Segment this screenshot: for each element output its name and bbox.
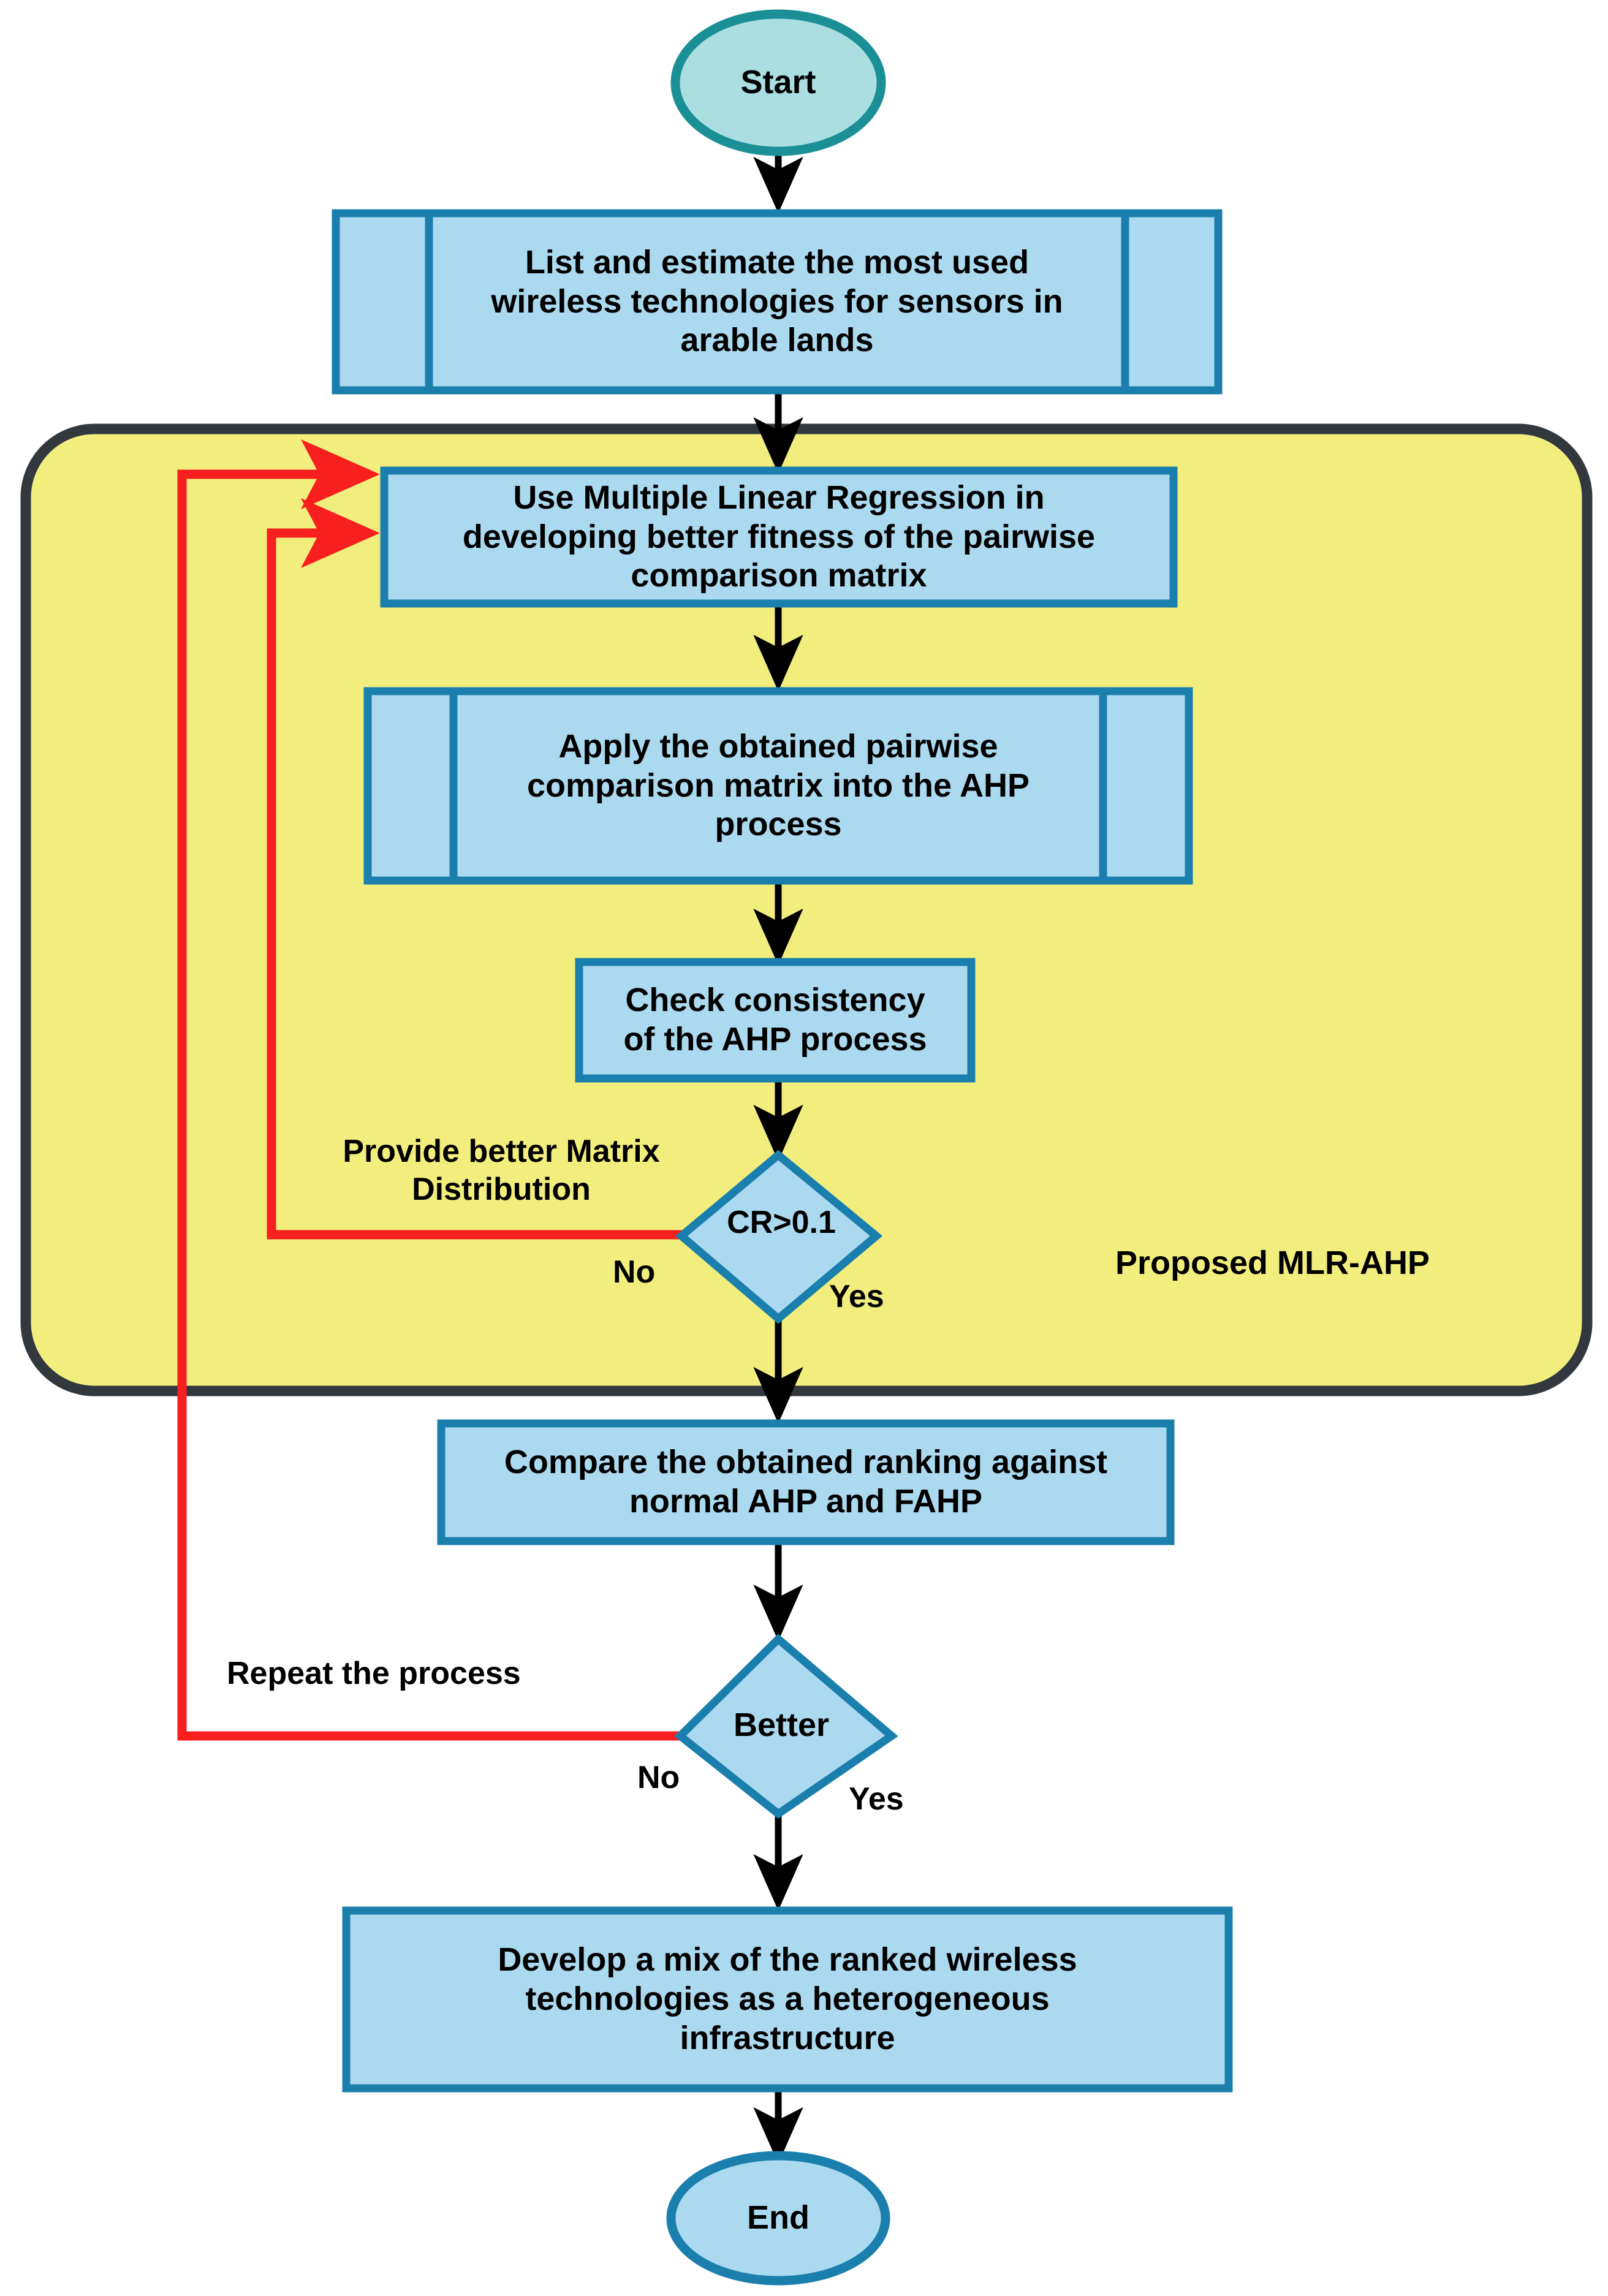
node-use-multiple-linear-regression[interactable] (380, 466, 1178, 608)
group-proposed-mlr-ahp (20, 423, 1593, 1396)
node-decision-cr[interactable] (675, 1150, 883, 1324)
node-decision-better[interactable] (674, 1634, 898, 1819)
edge-label-better-yes: Yes (849, 1781, 904, 1817)
edge-label-repeat-the-process: Repeat the process (227, 1656, 521, 1691)
node-develop-mix[interactable] (342, 1906, 1233, 2093)
edge-better-no-feedback (177, 439, 692, 1741)
node-compare-ranking[interactable] (437, 1419, 1175, 1545)
edge-cr-no-feedback (267, 498, 692, 1240)
edge-label-provide-better-matrix: Provide better Matrix Distribution (343, 1134, 660, 1208)
group-label-proposed-mlr-ahp: Proposed MLR-AHP (1115, 1245, 1430, 1281)
edge-label-better-no: No (637, 1760, 680, 1795)
node-list-and-estimate[interactable] (332, 209, 1223, 395)
node-start[interactable] (670, 9, 886, 156)
node-check-consistency[interactable] (575, 958, 976, 1083)
node-apply-pairwise-matrix[interactable] (363, 687, 1193, 885)
edge-label-cr-no: No (613, 1254, 656, 1290)
edge-label-cr-yes: Yes (829, 1279, 884, 1314)
node-end[interactable] (666, 2151, 890, 2286)
